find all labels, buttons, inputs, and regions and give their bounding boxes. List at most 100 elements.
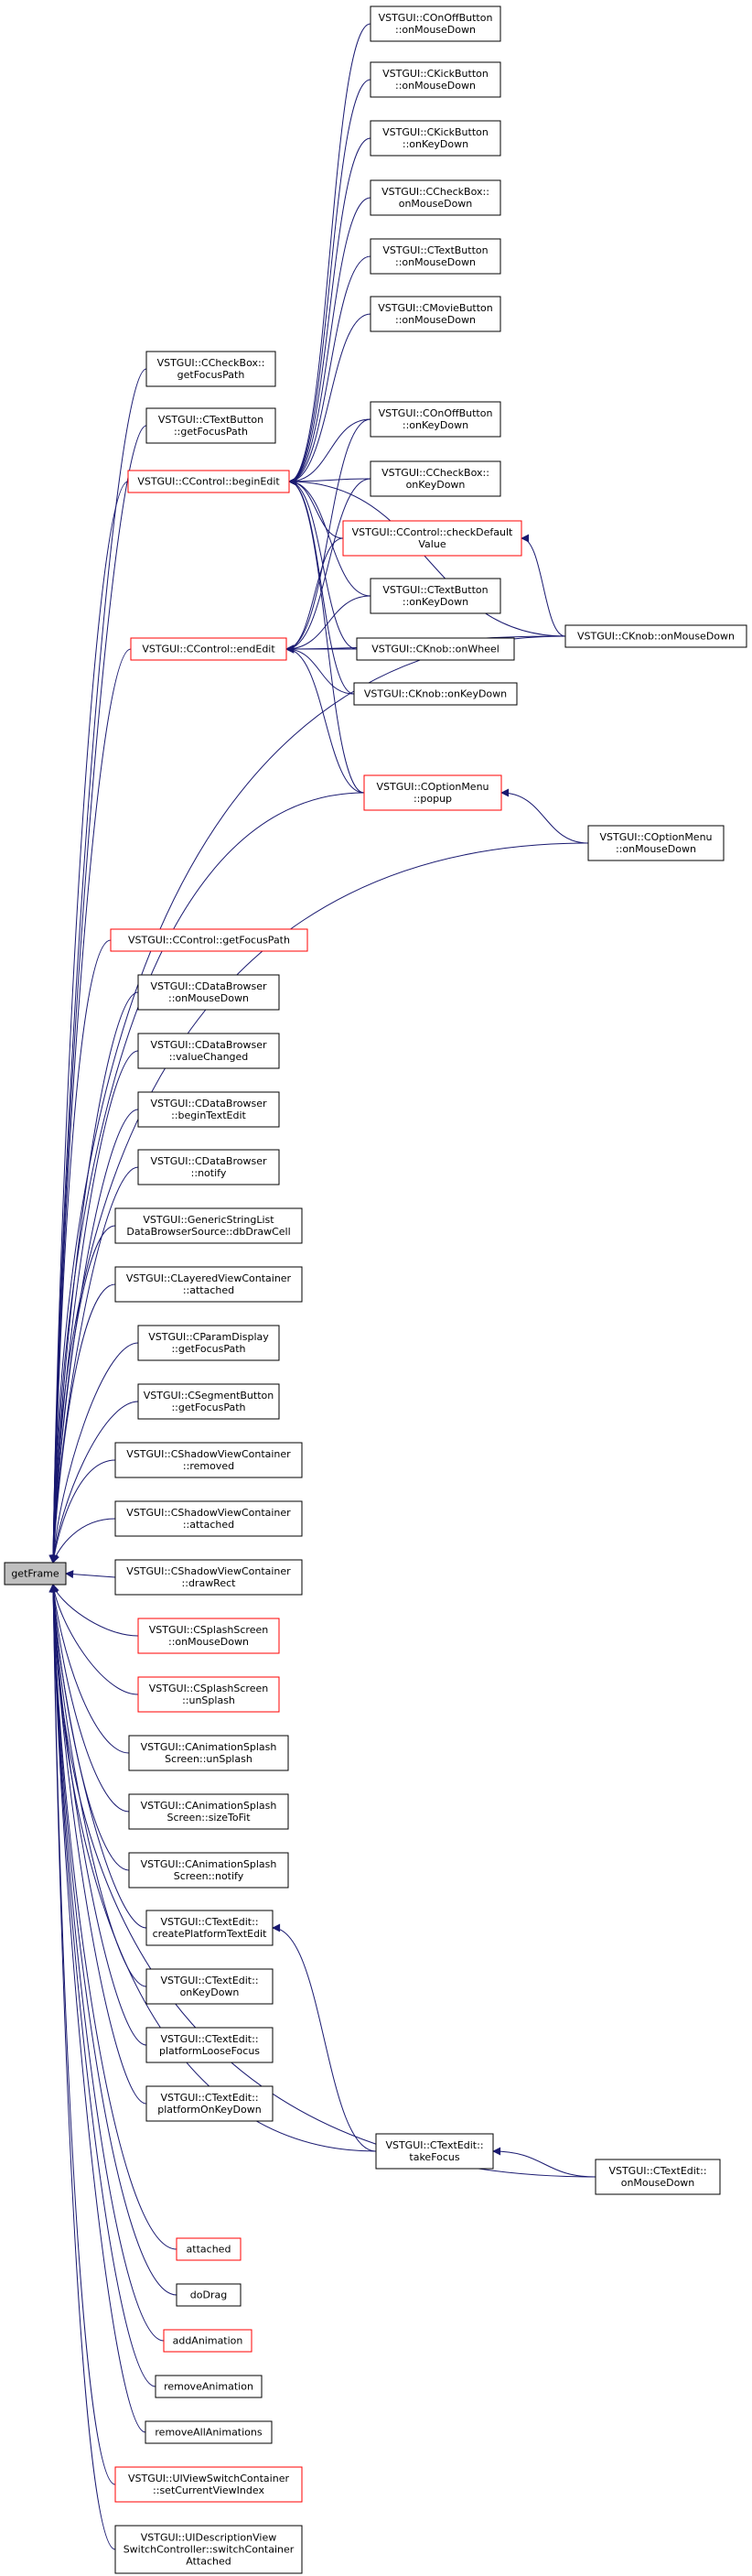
node-label: VSTGUI::CControl::beginEdit	[137, 476, 280, 488]
node-gsl-draw[interactable]: VSTGUI::GenericStringListDataBrowserSour…	[114, 1207, 303, 1244]
node-label: ::onMouseDown	[395, 256, 476, 268]
node-svc-removed[interactable]: VSTGUI::CShadowViewContainer::removed	[114, 1442, 303, 1478]
node-box	[114, 2466, 303, 2503]
node-box	[145, 2420, 273, 2444]
node-label: VSTGUI::CTextButton	[382, 244, 488, 256]
node-box	[137, 1325, 280, 1361]
node-label: VSTGUI::CSplashScreen	[149, 1624, 268, 1636]
node-label: ::beginTextEdit	[171, 1109, 246, 1121]
node-movie-md[interactable]: VSTGUI::CMovieButton::onMouseDown	[370, 296, 501, 332]
node-label: VSTGUI::CSplashScreen	[149, 1683, 268, 1694]
node-box	[370, 61, 501, 98]
node-label: VSTGUI::CDataBrowser	[151, 1039, 267, 1051]
node-cb-gfp[interactable]: VSTGUI::CCheckBox::getFocusPath	[145, 351, 276, 387]
node-uidesc[interactable]: VSTGUI::UIDescriptionViewSwitchControlle…	[114, 2525, 303, 2574]
edge-te_kd-to-root	[48, 1584, 147, 1987]
node-label: VSTGUI::COptionMenu	[376, 781, 489, 793]
edge-kick_kd-to-begin_edit	[288, 137, 371, 486]
node-label: VSTGUI::CSegmentButton	[144, 1390, 274, 1402]
node-label: ::getFocusPath	[171, 1402, 245, 1413]
edge-onoff_md-to-begin_edit	[288, 23, 371, 486]
node-te-loose[interactable]: VSTGUI::CTextEdit::platformLooseFocus	[145, 2027, 274, 2063]
node-label: VSTGUI::CMovieButton	[378, 302, 493, 314]
node-kick-kd[interactable]: VSTGUI::CKickButton::onKeyDown	[370, 120, 501, 157]
node-te-md[interactable]: VSTGUI::CTextEdit::onMouseDown	[595, 2159, 721, 2195]
node-te-kd[interactable]: VSTGUI::CTextEdit::onKeyDown	[145, 1968, 274, 2005]
node-label: onMouseDown	[621, 2177, 695, 2189]
node-begin-edit[interactable]: VSTGUI::CControl::beginEdit	[127, 470, 290, 493]
node-db-vc[interactable]: VSTGUI::CDataBrowser::valueChanged	[137, 1033, 280, 1069]
node-dodrag[interactable]: doDrag	[176, 2283, 242, 2307]
node-root[interactable]: getFrame	[4, 1562, 67, 1586]
node-knob-kd[interactable]: VSTGUI::CKnob::onKeyDown	[353, 682, 518, 706]
node-db-bte[interactable]: VSTGUI::CDataBrowser::beginTextEdit	[137, 1091, 280, 1128]
node-label: VSTGUI::CCheckBox::	[381, 467, 489, 479]
node-tb-md[interactable]: VSTGUI::CTextButton::onMouseDown	[370, 238, 501, 275]
node-box	[370, 578, 501, 614]
node-db-notify[interactable]: VSTGUI::CDataBrowser::notify	[137, 1149, 280, 1185]
edge-kick_md-to-begin_edit	[288, 79, 371, 486]
node-ctrl-gfp[interactable]: VSTGUI::CControl::getFocusPath	[110, 928, 308, 952]
node-cb-kd[interactable]: VSTGUI::CCheckBox::onKeyDown	[370, 460, 501, 497]
node-onoff-kd[interactable]: VSTGUI::COnOffButton::onKeyDown	[370, 401, 501, 438]
edge-check_default-to-end_edit	[285, 537, 344, 654]
node-label: ::attached	[183, 1284, 234, 1296]
node-db-md[interactable]: VSTGUI::CDataBrowser::onMouseDown	[137, 974, 280, 1011]
node-remove-anim[interactable]: removeAnimation	[155, 2375, 263, 2398]
node-box	[145, 407, 276, 444]
node-label: ::valueChanged	[169, 1051, 249, 1063]
node-knob-wheel[interactable]: VSTGUI::CKnob::onWheel	[356, 637, 515, 661]
node-label: VSTGUI::CParamDisplay	[148, 1331, 269, 1343]
node-label: VSTGUI::CKnob::onMouseDown	[577, 631, 735, 643]
edge-option_popup-to-end_edit	[285, 644, 365, 794]
node-kick-md[interactable]: VSTGUI::CKickButton::onMouseDown	[370, 61, 501, 98]
edge-option_popup-to-root	[48, 792, 365, 1564]
node-remove-all-anim[interactable]: removeAllAnimations	[145, 2420, 273, 2444]
node-tb-gfp[interactable]: VSTGUI::CTextButton::getFocusPath	[145, 407, 276, 444]
node-label: ::onKeyDown	[403, 596, 468, 608]
node-option-popup[interactable]: VSTGUI::COptionMenu::popup	[363, 774, 502, 811]
node-splash-un[interactable]: VSTGUI::CSplashScreen::unSplash	[137, 1676, 280, 1713]
edge-begin_edit-to-root	[48, 481, 129, 1564]
node-svc-draw[interactable]: VSTGUI::CShadowViewContainer::drawRect	[114, 1559, 303, 1596]
node-label: platformOnKeyDown	[157, 2104, 262, 2116]
node-label: VSTGUI::CTextEdit::	[608, 2165, 706, 2177]
node-label: VSTGUI::CTextEdit::	[160, 2033, 258, 2045]
node-attached[interactable]: attached	[176, 2237, 242, 2261]
edge-option_popup-to-begin_edit	[288, 477, 365, 794]
node-box	[363, 774, 502, 811]
node-option-md[interactable]: VSTGUI::COptionMenu::onMouseDown	[587, 825, 725, 861]
node-box	[145, 2085, 274, 2122]
edge-onoff_kd-to-end_edit	[285, 418, 371, 654]
node-tb-kd[interactable]: VSTGUI::CTextButton::onKeyDown	[370, 578, 501, 614]
node-box	[137, 1676, 280, 1713]
node-label: VSTGUI::CTextEdit::	[160, 2092, 258, 2104]
node-onoff-md[interactable]: VSTGUI::COnOffButton::onMouseDown	[370, 5, 501, 42]
node-splash-md[interactable]: VSTGUI::CSplashScreen::onMouseDown	[137, 1618, 280, 1654]
node-sb-gfp[interactable]: VSTGUI::CSegmentButton::getFocusPath	[137, 1383, 280, 1420]
node-label: ::attached	[183, 1519, 234, 1531]
node-pd-gfp[interactable]: VSTGUI::CParamDisplay::getFocusPath	[137, 1325, 280, 1361]
node-box	[145, 1910, 274, 1946]
node-end-edit[interactable]: VSTGUI::CControl::endEdit	[130, 637, 287, 661]
node-label: removeAllAnimations	[155, 2427, 262, 2439]
node-cb-md[interactable]: VSTGUI::CCheckBox::onMouseDown	[370, 179, 501, 216]
edge-remove_anim-to-root	[48, 1584, 156, 2387]
node-asplash-size[interactable]: VSTGUI::CAnimationSplashScreen::sizeToFi…	[128, 1793, 289, 1830]
node-label: VSTGUI::CAnimationSplash	[141, 1858, 277, 1870]
node-te-take[interactable]: VSTGUI::CTextEdit::takeFocus	[375, 2133, 494, 2170]
edge-ctrl_gfp-to-root	[48, 939, 112, 1564]
node-te-create[interactable]: VSTGUI::CTextEdit::createPlatformTextEdi…	[145, 1910, 274, 1946]
node-lvc-attached[interactable]: VSTGUI::CLayeredViewContainer::attached	[114, 1266, 303, 1303]
node-knob-md[interactable]: VSTGUI::CKnob::onMouseDown	[564, 624, 747, 648]
node-label: addAnimation	[173, 2335, 243, 2347]
node-uivsc[interactable]: VSTGUI::UIViewSwitchContainer::setCurren…	[114, 2466, 303, 2503]
edge-te_create-to-root	[48, 1584, 147, 1929]
node-svc-attached[interactable]: VSTGUI::CShadowViewContainer::attached	[114, 1500, 303, 1537]
node-te-pkd[interactable]: VSTGUI::CTextEdit::platformOnKeyDown	[145, 2085, 274, 2122]
edge-svc_attached-to-root	[51, 1518, 116, 1564]
node-add-anim[interactable]: addAnimation	[163, 2329, 252, 2353]
